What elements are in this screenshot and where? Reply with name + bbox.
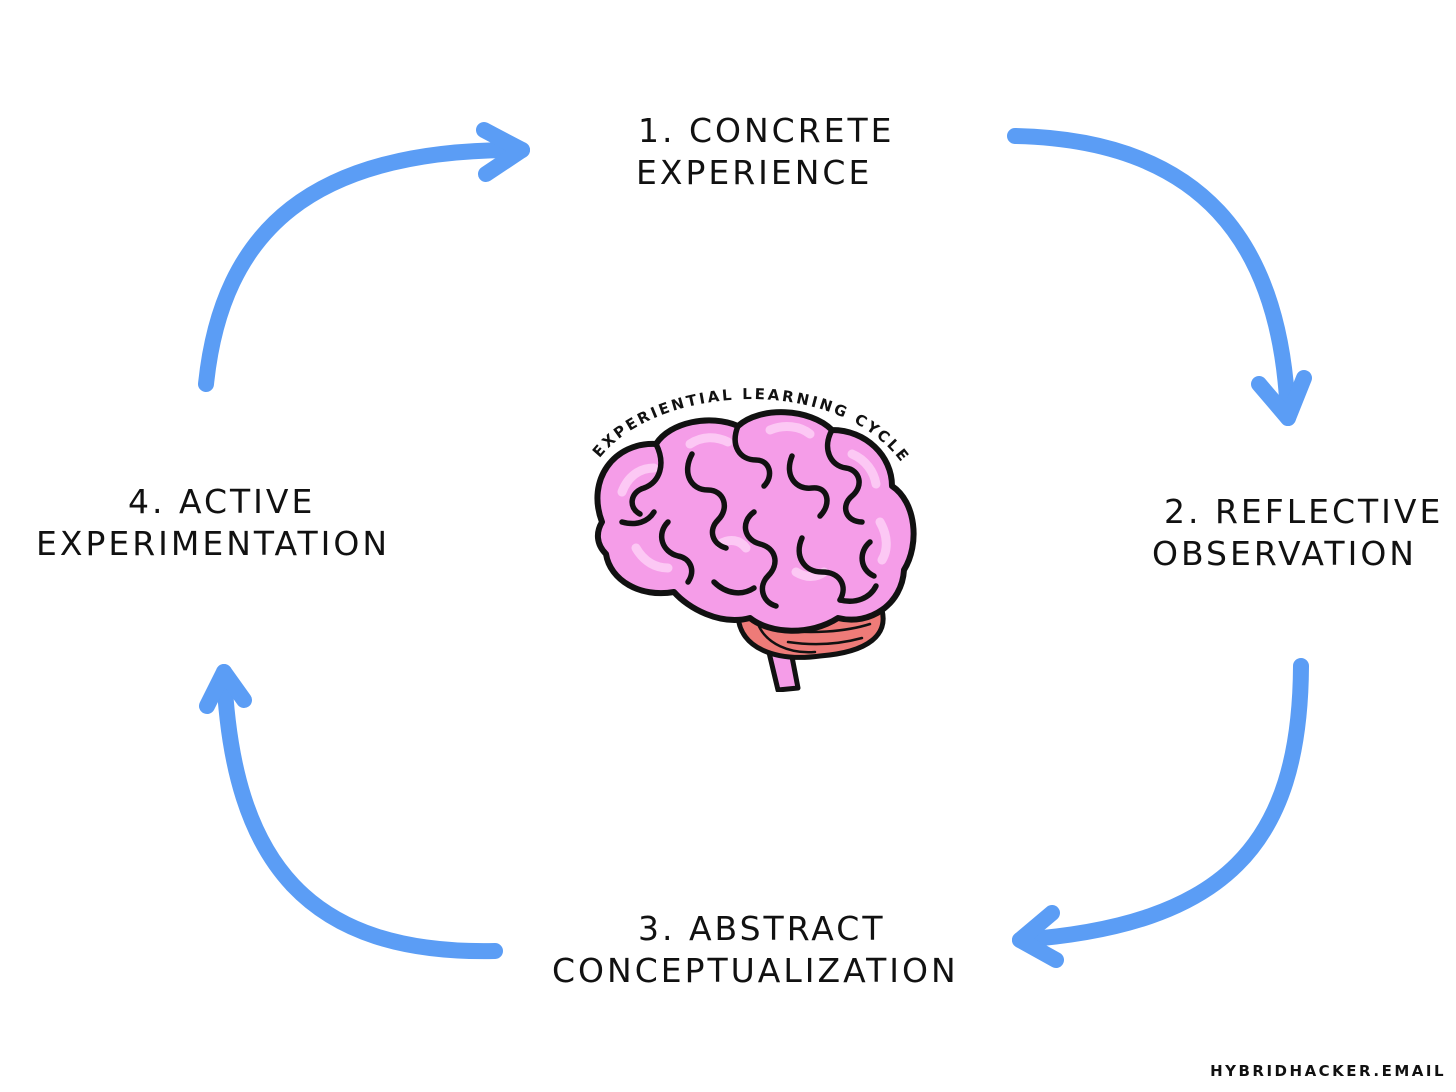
stage-2-number-label: 2. Reflective bbox=[1164, 492, 1444, 531]
arrow-3-to-4 bbox=[199, 664, 503, 960]
stage-4-number-label: 4. Active bbox=[128, 482, 316, 521]
stage-1-name-label: Experience bbox=[636, 153, 873, 192]
credit-label: HYBRIDHACKER.EMAIL bbox=[1210, 1062, 1446, 1080]
stage-1-number-label: 1. Concrete bbox=[638, 111, 895, 150]
brain-icon: EXPERIENTIAL LEARNING CYCLE bbox=[589, 385, 917, 692]
stage-reflective-observation: 2. Reflective Observation bbox=[1152, 491, 1443, 575]
arrow-2-to-3 bbox=[1012, 658, 1309, 968]
stage-4-name-label: Experimentation bbox=[36, 524, 391, 563]
stage-2-name-label: Observation bbox=[1152, 534, 1417, 573]
arrow-4-to-1 bbox=[198, 122, 530, 392]
stage-active-experimentation: 4. Active Experimentation bbox=[36, 481, 390, 565]
stage-3-number-label: 3. Abstract bbox=[638, 909, 886, 948]
stage-abstract-conceptualization: 3. Abstract Conceptualization bbox=[552, 908, 959, 992]
stage-concrete-experience: 1. Concrete Experience bbox=[636, 110, 895, 194]
arrow-1-to-2 bbox=[1007, 128, 1312, 426]
stage-3-name-label: Conceptualization bbox=[552, 951, 959, 990]
